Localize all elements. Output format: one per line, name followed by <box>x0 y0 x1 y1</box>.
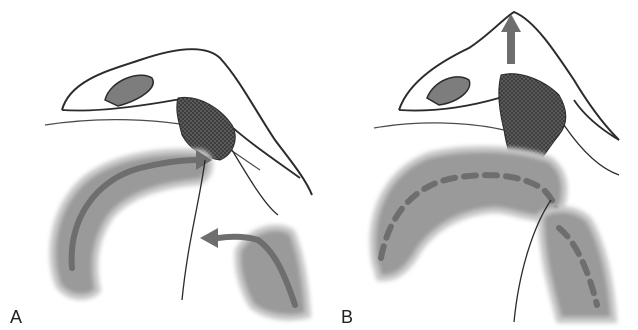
nostril-outline <box>105 75 153 106</box>
panel-a-illustration <box>0 0 319 330</box>
panel-label-b: B <box>341 307 353 328</box>
upward-arrow-shaft <box>507 28 515 64</box>
lip-line <box>374 123 504 130</box>
panel-a: A <box>0 0 319 330</box>
panel-label-a: A <box>10 307 22 328</box>
nostril-outline <box>427 77 470 105</box>
upward-arrow-head <box>501 14 521 32</box>
right-flap <box>541 209 614 320</box>
panel-b: B <box>319 0 638 330</box>
panel-b-illustration <box>319 0 638 330</box>
right-flap-arrowhead <box>200 228 218 248</box>
